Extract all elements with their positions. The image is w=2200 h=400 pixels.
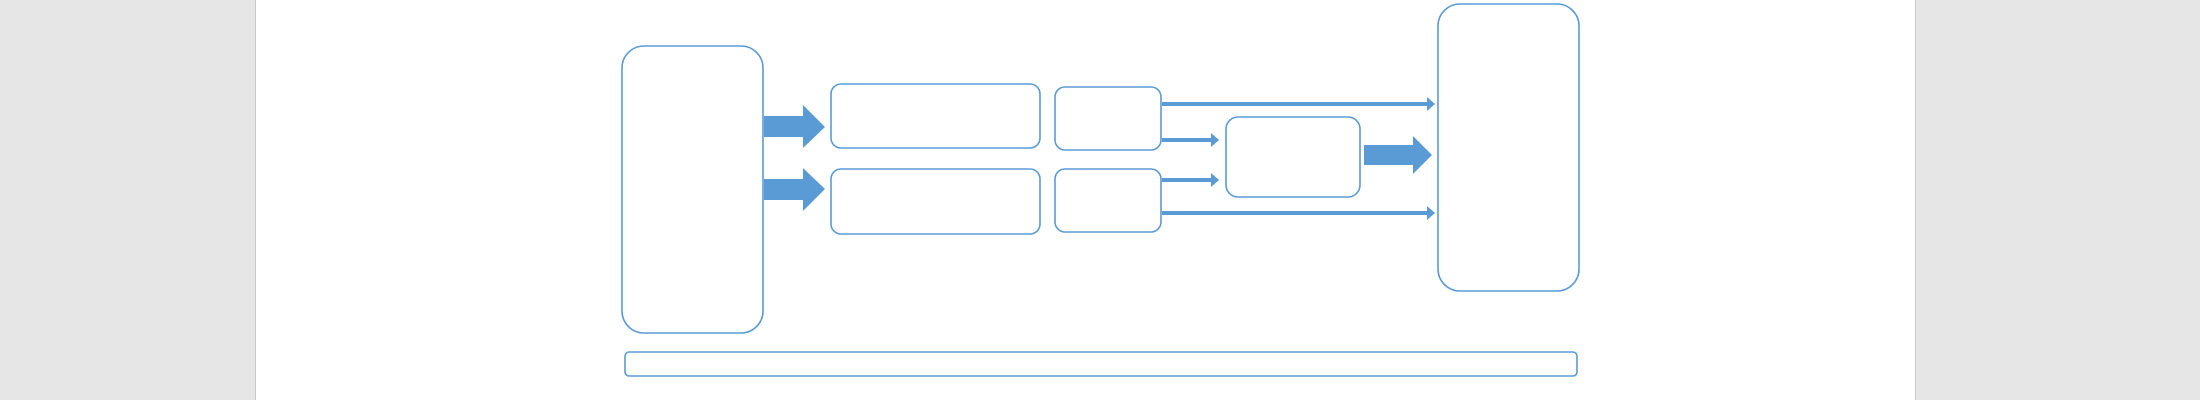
upper-process-box <box>830 83 1041 149</box>
block-arrow-lower-icon <box>764 168 825 211</box>
connector-arrows <box>1162 97 1435 220</box>
lower-process-box <box>830 168 1041 235</box>
arrowhead-upper-long-icon <box>1427 97 1435 111</box>
upper-small-box <box>1054 86 1162 151</box>
block-arrow-upper-icon <box>764 105 825 148</box>
page-left-edge <box>255 0 256 400</box>
block-arrow-merge-icon <box>1364 136 1432 174</box>
connector-upper-short <box>1162 138 1212 142</box>
connector-lower-short <box>1162 178 1212 182</box>
page-right-edge <box>1915 0 1916 400</box>
arrowhead-upper-short-icon <box>1211 133 1219 147</box>
merge-box <box>1225 116 1361 198</box>
connector-upper-long <box>1162 102 1428 106</box>
arrowhead-lower-short-icon <box>1211 173 1219 187</box>
footer-bar <box>624 351 1578 377</box>
lower-small-box <box>1054 168 1162 233</box>
target-box <box>1437 3 1580 292</box>
source-box <box>621 45 764 334</box>
arrowhead-lower-long-icon <box>1427 206 1435 220</box>
connector-lower-long <box>1162 211 1428 215</box>
